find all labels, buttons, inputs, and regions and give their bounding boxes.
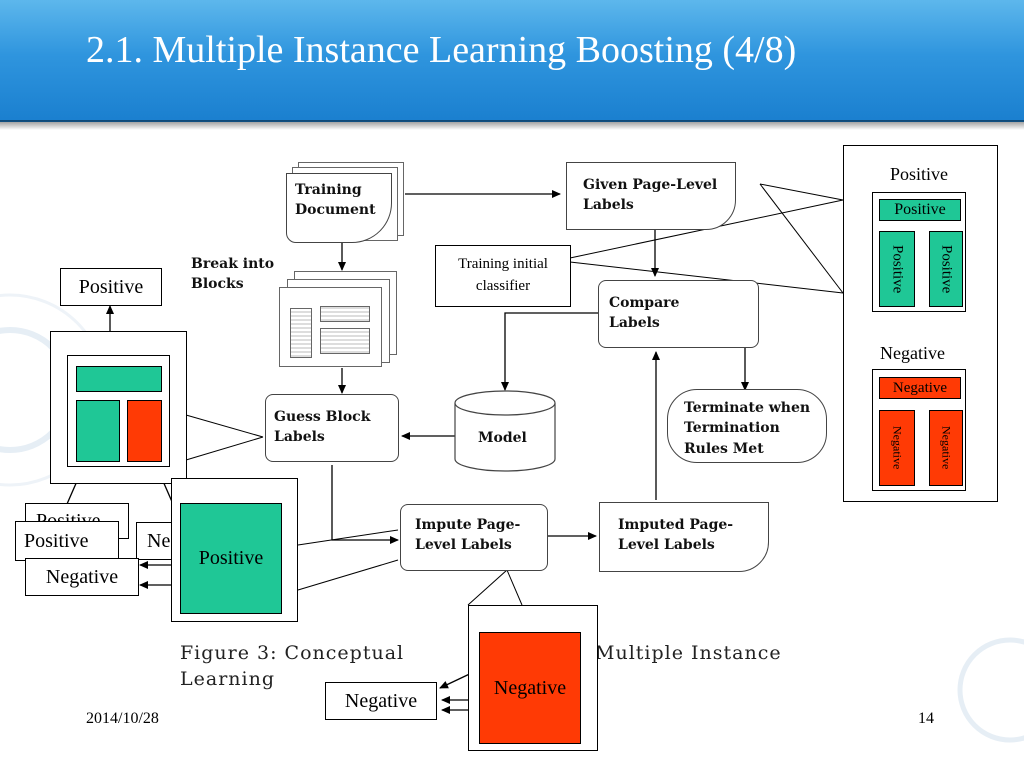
left-overlay-negative-text: Negative <box>45 565 119 588</box>
terminate-text: Terminate when Termination Rules Met <box>684 400 811 457</box>
figure-caption-line2: Learning <box>180 668 275 690</box>
right-positive-bar-text: Positive <box>894 201 946 218</box>
right-positive-col-1-text: Positive <box>889 244 906 294</box>
compare-labels: Compare Labels <box>598 280 759 348</box>
right-negative-bar-text: Negative <box>892 379 948 396</box>
right-negative-col-1-text: Negative <box>890 426 905 470</box>
left-top-positive-text: Positive <box>78 275 144 298</box>
left-page-inner <box>67 355 170 467</box>
figure-caption-line1-right: Multiple Instance <box>595 642 782 664</box>
left-overlay-positive-2-text: Positive <box>24 529 89 552</box>
training-initial-classifier: Training initial classifier <box>435 245 571 307</box>
left-big-green-label: Positive <box>198 547 264 569</box>
block-tall <box>290 308 312 358</box>
right-panel: Positive Positive Positive Positive Nega… <box>843 145 998 502</box>
given-page-level-labels: Given Page-Level Labels <box>566 162 736 230</box>
impute-page-level-labels-text: Impute Page- Level Labels <box>415 517 521 554</box>
right-positive-col-1: Positive <box>879 231 915 307</box>
blocks-page <box>279 287 382 367</box>
right-positive-col-2-text: Positive <box>938 244 955 294</box>
training-document: Training Document <box>286 173 392 243</box>
bottom-panel: Negative <box>468 605 598 751</box>
block-top <box>320 306 370 322</box>
slide-header: 2.1. Multiple Instance Learning Boosting… <box>0 0 1024 130</box>
right-negative-col-1: Negative <box>879 410 915 486</box>
bottom-negative-box: Negative <box>325 682 437 720</box>
left-page-green-block <box>76 400 120 462</box>
left-big-green-block: Positive <box>180 503 282 614</box>
compare-labels-text: Compare Labels <box>609 295 680 332</box>
block-bottom <box>320 328 370 354</box>
slide-title: 2.1. Multiple Instance Learning Boosting… <box>86 29 797 71</box>
right-negative-page: Negative Negative Negative <box>872 369 966 491</box>
right-positive-title: Positive <box>890 164 949 184</box>
terminate-node: Terminate when Termination Rules Met <box>667 389 827 463</box>
model-label: Model <box>478 430 527 446</box>
right-negative-title: Negative <box>880 343 945 363</box>
training-document-label: Training Document <box>295 182 376 219</box>
training-initial-classifier-text: Training initial classifier <box>458 256 548 294</box>
figure-caption-line1-left: Figure 3: Conceptual <box>180 642 405 664</box>
right-negative-bar: Negative <box>879 377 961 399</box>
right-positive-page: Positive Positive Positive <box>872 192 966 312</box>
bottom-red-label: Negative <box>493 676 567 699</box>
impute-page-level-labels: Impute Page- Level Labels <box>400 504 548 571</box>
left-overlay-positive-2: Positive <box>15 521 119 561</box>
model-cylinder <box>454 390 556 472</box>
left-page-red-block <box>127 400 162 462</box>
left-big-panel: Positive <box>171 478 298 622</box>
break-into-blocks-label: Break into Blocks <box>191 256 275 293</box>
given-page-level-labels-text: Given Page-Level Labels <box>583 177 718 214</box>
left-overlay-ne-text: Ne <box>147 529 171 552</box>
slide-date: 2014/10/28 <box>86 710 159 727</box>
left-overlay-negative: Negative <box>25 558 139 596</box>
left-top-positive-box: Positive <box>60 268 162 306</box>
right-negative-col-2: Negative <box>929 410 963 486</box>
slide-page-number: 14 <box>918 710 934 727</box>
left-page-top-block <box>76 366 162 392</box>
imputed-page-level-labels: Imputed Page- Level Labels <box>599 502 769 572</box>
bottom-red-block: Negative <box>479 632 581 744</box>
bottom-negative-text: Negative <box>344 689 418 712</box>
guess-block-labels-text: Guess Block Labels <box>274 409 371 446</box>
right-negative-col-2-text: Negative <box>939 426 954 470</box>
right-positive-bar: Positive <box>879 199 961 221</box>
right-positive-col-2: Positive <box>929 231 963 307</box>
imputed-page-level-labels-text: Imputed Page- Level Labels <box>618 517 734 554</box>
guess-block-labels: Guess Block Labels <box>265 394 399 462</box>
